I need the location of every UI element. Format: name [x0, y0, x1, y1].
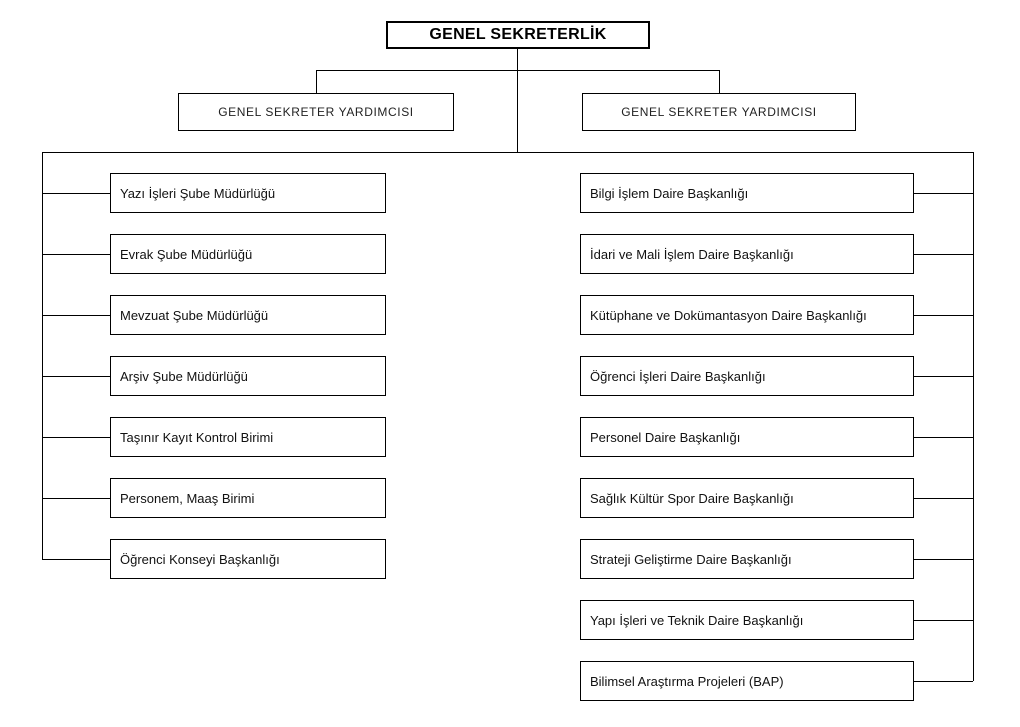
connector-right-stub	[914, 437, 973, 438]
connector-right-stub	[914, 193, 973, 194]
connector-right-stub	[914, 681, 973, 682]
connector-deputy-right-drop	[719, 70, 720, 93]
org-unit-label: Bilimsel Araştırma Projeleri (BAP)	[590, 673, 784, 689]
org-unit-box: Sağlık Kültür Spor Daire Başkanlığı	[580, 478, 914, 518]
connector-left-stub	[42, 193, 110, 194]
org-unit-label: Personel Daire Başkanlığı	[590, 429, 741, 445]
org-unit-label: Evrak Şube Müdürlüğü	[120, 246, 253, 262]
org-unit-box: Bilimsel Araştırma Projeleri (BAP)	[580, 661, 914, 701]
org-unit-label: İdari ve Mali İşlem Daire Başkanlığı	[590, 246, 794, 262]
connector-deputy-bar	[316, 70, 719, 71]
org-unit-label: Mevzuat Şube Müdürlüğü	[120, 307, 269, 323]
connector-deputy-left-drop	[316, 70, 317, 93]
org-unit-label: Öğrenci Konseyi Başkanlığı	[120, 551, 280, 567]
org-unit-label: Sağlık Kültür Spor Daire Başkanlığı	[590, 490, 794, 506]
connector-left-stub	[42, 437, 110, 438]
org-unit-box: Bilgi İşlem Daire Başkanlığı	[580, 173, 914, 213]
connector-root-trunk	[517, 49, 518, 152]
org-unit-label: Bilgi İşlem Daire Başkanlığı	[590, 185, 749, 201]
connector-main-bar	[42, 152, 974, 153]
org-unit-label: Öğrenci İşleri Daire Başkanlığı	[590, 368, 766, 384]
org-unit-box: Yazı İşleri Şube Müdürlüğü	[110, 173, 386, 213]
connector-left-stub	[42, 376, 110, 377]
org-node-deputy-left: GENEL SEKRETER YARDIMCISI	[178, 93, 454, 131]
org-node-deputy-left-label: GENEL SEKRETER YARDIMCISI	[218, 105, 414, 119]
connector-right-stub	[914, 559, 973, 560]
org-unit-label: Strateji Geliştirme Daire Başkanlığı	[590, 551, 792, 567]
org-unit-label: Yapı İşleri ve Teknik Daire Başkanlığı	[590, 612, 804, 628]
connector-left-stub	[42, 315, 110, 316]
org-unit-label: Kütüphane ve Dokümantasyon Daire Başkanl…	[590, 307, 867, 323]
org-unit-box: Strateji Geliştirme Daire Başkanlığı	[580, 539, 914, 579]
connector-right-stub	[914, 376, 973, 377]
org-unit-box: Taşınır Kayıt Kontrol Birimi	[110, 417, 386, 457]
org-unit-box: İdari ve Mali İşlem Daire Başkanlığı	[580, 234, 914, 274]
connector-right-trunk	[973, 152, 974, 681]
connector-right-stub	[914, 620, 973, 621]
org-unit-box: Öğrenci İşleri Daire Başkanlığı	[580, 356, 914, 396]
org-unit-label: Taşınır Kayıt Kontrol Birimi	[120, 429, 274, 445]
org-unit-box: Personem, Maaş Birimi	[110, 478, 386, 518]
org-node-root-label: GENEL SEKRETERLİK	[429, 26, 607, 43]
connector-left-stub	[42, 559, 110, 560]
connector-right-stub	[914, 498, 973, 499]
org-node-root: GENEL SEKRETERLİK	[386, 21, 650, 49]
org-node-deputy-right: GENEL SEKRETER YARDIMCISI	[582, 93, 856, 131]
connector-right-stub	[914, 315, 973, 316]
org-unit-label: Arşiv Şube Müdürlüğü	[120, 368, 248, 384]
org-unit-box: Yapı İşleri ve Teknik Daire Başkanlığı	[580, 600, 914, 640]
connector-left-trunk	[42, 152, 43, 559]
org-unit-box: Mevzuat Şube Müdürlüğü	[110, 295, 386, 335]
org-unit-box: Personel Daire Başkanlığı	[580, 417, 914, 457]
org-unit-box: Arşiv Şube Müdürlüğü	[110, 356, 386, 396]
org-node-deputy-right-label: GENEL SEKRETER YARDIMCISI	[621, 105, 817, 119]
org-unit-label: Yazı İşleri Şube Müdürlüğü	[120, 185, 276, 201]
org-unit-box: Öğrenci Konseyi Başkanlığı	[110, 539, 386, 579]
org-unit-label: Personem, Maaş Birimi	[120, 490, 255, 506]
org-unit-box: Evrak Şube Müdürlüğü	[110, 234, 386, 274]
connector-left-stub	[42, 498, 110, 499]
org-unit-box: Kütüphane ve Dokümantasyon Daire Başkanl…	[580, 295, 914, 335]
connector-right-stub	[914, 254, 973, 255]
connector-left-stub	[42, 254, 110, 255]
